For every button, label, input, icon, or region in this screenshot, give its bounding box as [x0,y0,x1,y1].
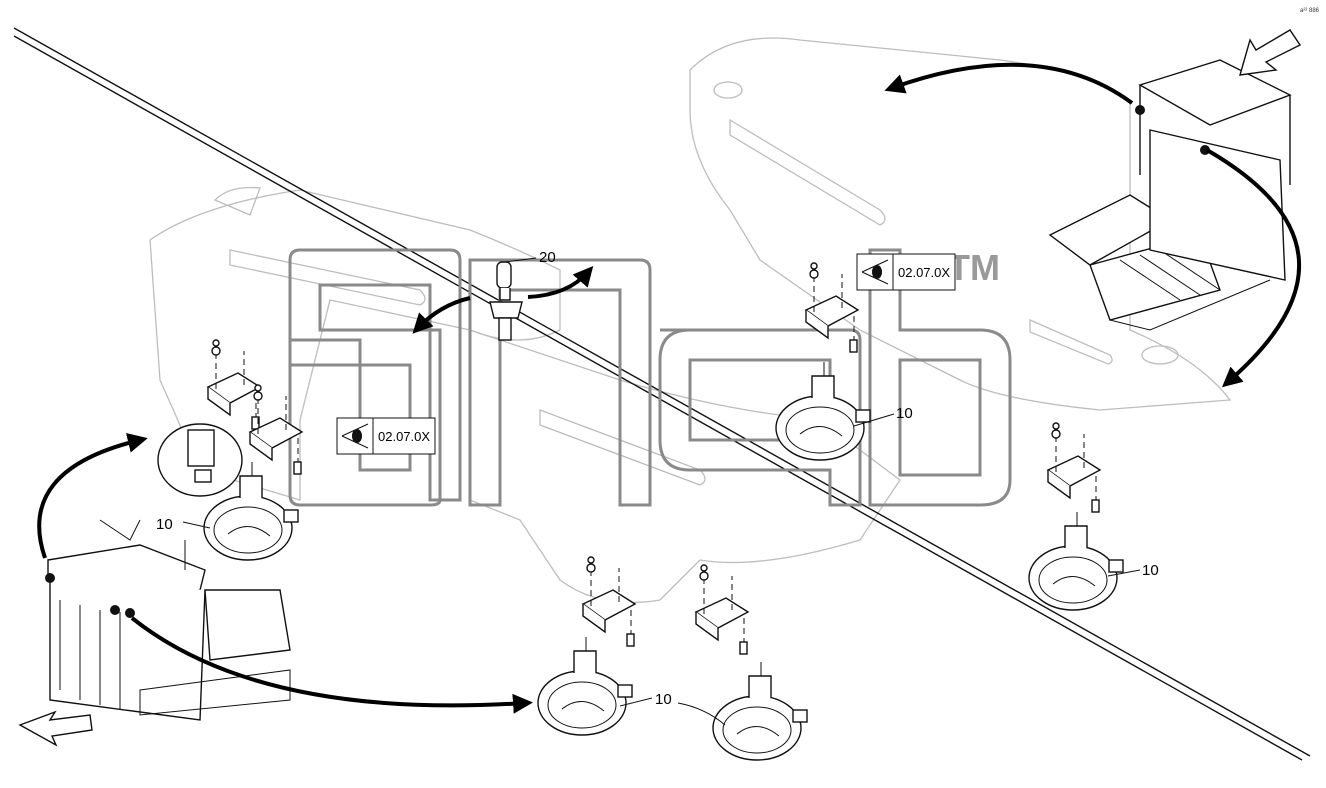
arrow-right-side [1205,148,1302,388]
arrow-bulb-right [527,265,594,299]
watermark-trademark: TM [948,247,1000,288]
callout-10-right-upper: 10 [896,405,913,422]
callout-10-right-lower: 10 [1142,562,1159,579]
machine-left [45,519,291,721]
reference-label-right: 02.07.0X [898,265,950,280]
callout-20: 20 [539,249,556,266]
reference-box-right[interactable]: 02.07.0X [856,253,956,291]
eye-icon [861,259,889,285]
arrow-left-bottom [130,616,533,714]
lamp-assembly-right-upper [775,262,895,461]
eye-icon [341,423,369,449]
view-direction-arrow-right [1239,29,1302,76]
reference-label-left: 02.07.0X [378,429,430,444]
section-divider [13,27,1311,761]
lamp-assembly-center-right [677,564,808,761]
ghost-hood-center [469,329,901,604]
arrow-bulb-left [412,296,471,334]
lamp-assembly-right-lower [1028,422,1141,611]
reference-box-left[interactable]: 02.07.0X [336,417,436,455]
ghost-hood-right [689,37,1232,411]
callout-10-left: 10 [156,516,173,533]
machine-right [1048,59,1292,331]
arrow-right-top [884,62,1134,105]
lamp-assembly-left [157,339,303,561]
callout-10-center: 10 [655,691,672,708]
lamp-assembly-center-left [537,556,653,736]
bulb-part-20 [489,257,537,341]
sheet-code: a²² 886 [1300,8,1320,14]
view-direction-arrow-left [18,710,93,747]
arrow-left-top [37,433,148,559]
